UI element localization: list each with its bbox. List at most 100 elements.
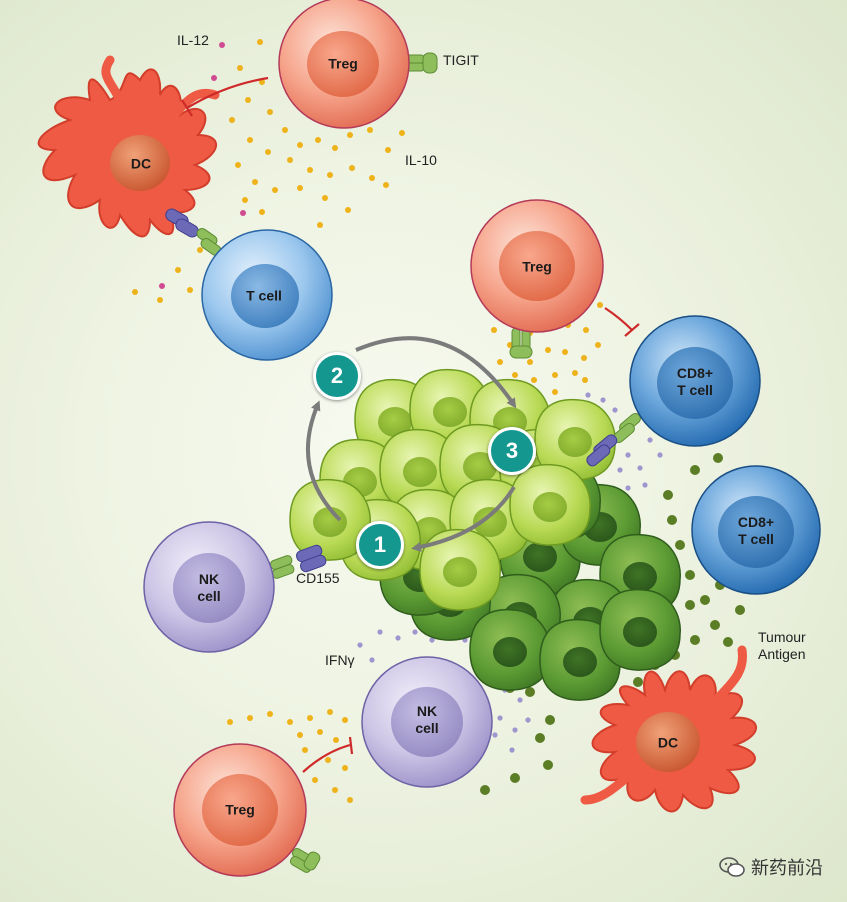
il10-dot <box>347 797 353 803</box>
ifng-dot <box>642 482 647 487</box>
watermark-text: 新药前沿 <box>751 854 823 880</box>
ifng-dot <box>517 697 522 702</box>
antigen-dot <box>735 605 745 615</box>
tumour-antigen-label-line2: Antigen <box>758 646 806 663</box>
il10-dot <box>497 359 503 365</box>
treg-bottom-receptor <box>289 847 322 874</box>
il10-dot <box>247 715 253 721</box>
il10-dot <box>367 127 373 133</box>
il10-dot <box>583 327 589 333</box>
ifng-dot <box>357 642 362 647</box>
ifng-dot <box>647 437 652 442</box>
il10-dot <box>322 195 328 201</box>
il10-dot <box>545 347 551 353</box>
treg-mid-receptor <box>510 328 532 358</box>
ifng-dot <box>369 657 374 662</box>
ifng-dot <box>637 465 642 470</box>
antigen-dot <box>525 687 535 697</box>
tigit-receptor <box>405 53 437 73</box>
step-badge-2: 2 <box>313 352 361 400</box>
antigen-dot <box>723 637 733 647</box>
il10-label: IL-10 <box>405 152 437 169</box>
antigen-dot <box>633 677 643 687</box>
step-badge-1: 1 <box>356 521 404 569</box>
nk-bottom-label-line1: NK <box>415 703 438 720</box>
il10-dot <box>527 359 533 365</box>
cd155-label: CD155 <box>296 570 340 587</box>
tumour-cell-dark <box>470 610 550 690</box>
il10-dot <box>242 197 248 203</box>
il10-dot <box>229 117 235 123</box>
ifng-dot <box>512 727 517 732</box>
il10-dot <box>245 97 251 103</box>
ifng-label: IFNγ <box>325 652 355 669</box>
il10-dot <box>342 765 348 771</box>
ifng-dot <box>625 485 630 490</box>
antigen-dot <box>690 635 700 645</box>
antigen-dot <box>667 515 677 525</box>
antigen-dot <box>685 570 695 580</box>
il10-dot <box>252 179 258 185</box>
il10-dot <box>327 172 333 178</box>
il10-dot <box>287 157 293 163</box>
il10-dot <box>297 732 303 738</box>
antigen-dot <box>510 773 520 783</box>
ifng-dot <box>525 717 530 722</box>
tumour-cell-light <box>510 465 590 545</box>
il10-dot <box>317 222 323 228</box>
il10-dot <box>597 302 603 308</box>
tumour-antigen-label-line1: Tumour <box>758 629 806 646</box>
il10-dot <box>187 287 193 293</box>
il10-dot <box>385 147 391 153</box>
il10-dot <box>582 377 588 383</box>
il10-dot <box>345 207 351 213</box>
step-badge-3: 3 <box>488 427 536 475</box>
antigen-dot <box>663 490 673 500</box>
il10-dot <box>562 349 568 355</box>
il12-dot <box>211 75 217 81</box>
ifng-dot <box>617 467 622 472</box>
dc-top-label: DC <box>131 156 151 173</box>
il10-dot <box>235 162 241 168</box>
il12-dot <box>240 210 246 216</box>
ifng-dot <box>497 715 502 720</box>
il10-dot <box>332 787 338 793</box>
il10-dot <box>327 709 333 715</box>
tumour-cell-light <box>420 530 500 610</box>
antigen-dot <box>675 540 685 550</box>
wechat-icon <box>719 857 745 877</box>
ifng-dot <box>412 629 417 634</box>
il10-dot <box>581 355 587 361</box>
il10-dot <box>265 149 271 155</box>
antigen-dot <box>480 785 490 795</box>
dendritic-cell-top <box>39 60 216 236</box>
il10-dot <box>369 175 375 181</box>
il10-dot <box>257 39 263 45</box>
antigen-dot <box>685 600 695 610</box>
antigen-dot <box>545 715 555 725</box>
ifng-dot <box>395 635 400 640</box>
il10-dot <box>272 187 278 193</box>
il10-dot <box>531 377 537 383</box>
il10-dot <box>302 747 308 753</box>
il10-dot <box>315 137 321 143</box>
ifng-dot <box>585 392 590 397</box>
il12-dot <box>159 283 165 289</box>
ifng-dot <box>377 629 382 634</box>
cd8-mid-label-line2: T cell <box>738 531 774 548</box>
il12-label: IL-12 <box>177 32 209 49</box>
il10-dot <box>512 372 518 378</box>
treg-mid-label: Treg <box>522 259 552 276</box>
il10-dot <box>333 737 339 743</box>
il10-dot <box>307 715 313 721</box>
il10-dot <box>595 342 601 348</box>
il10-dot <box>227 719 233 725</box>
nk-left-label: NK cell <box>197 571 220 605</box>
watermark: 新药前沿 <box>719 854 823 880</box>
t-cell-label: T cell <box>246 288 282 305</box>
il10-dot <box>237 65 243 71</box>
il10-dot <box>383 182 389 188</box>
il10-dot <box>267 711 273 717</box>
il10-dot <box>247 137 253 143</box>
